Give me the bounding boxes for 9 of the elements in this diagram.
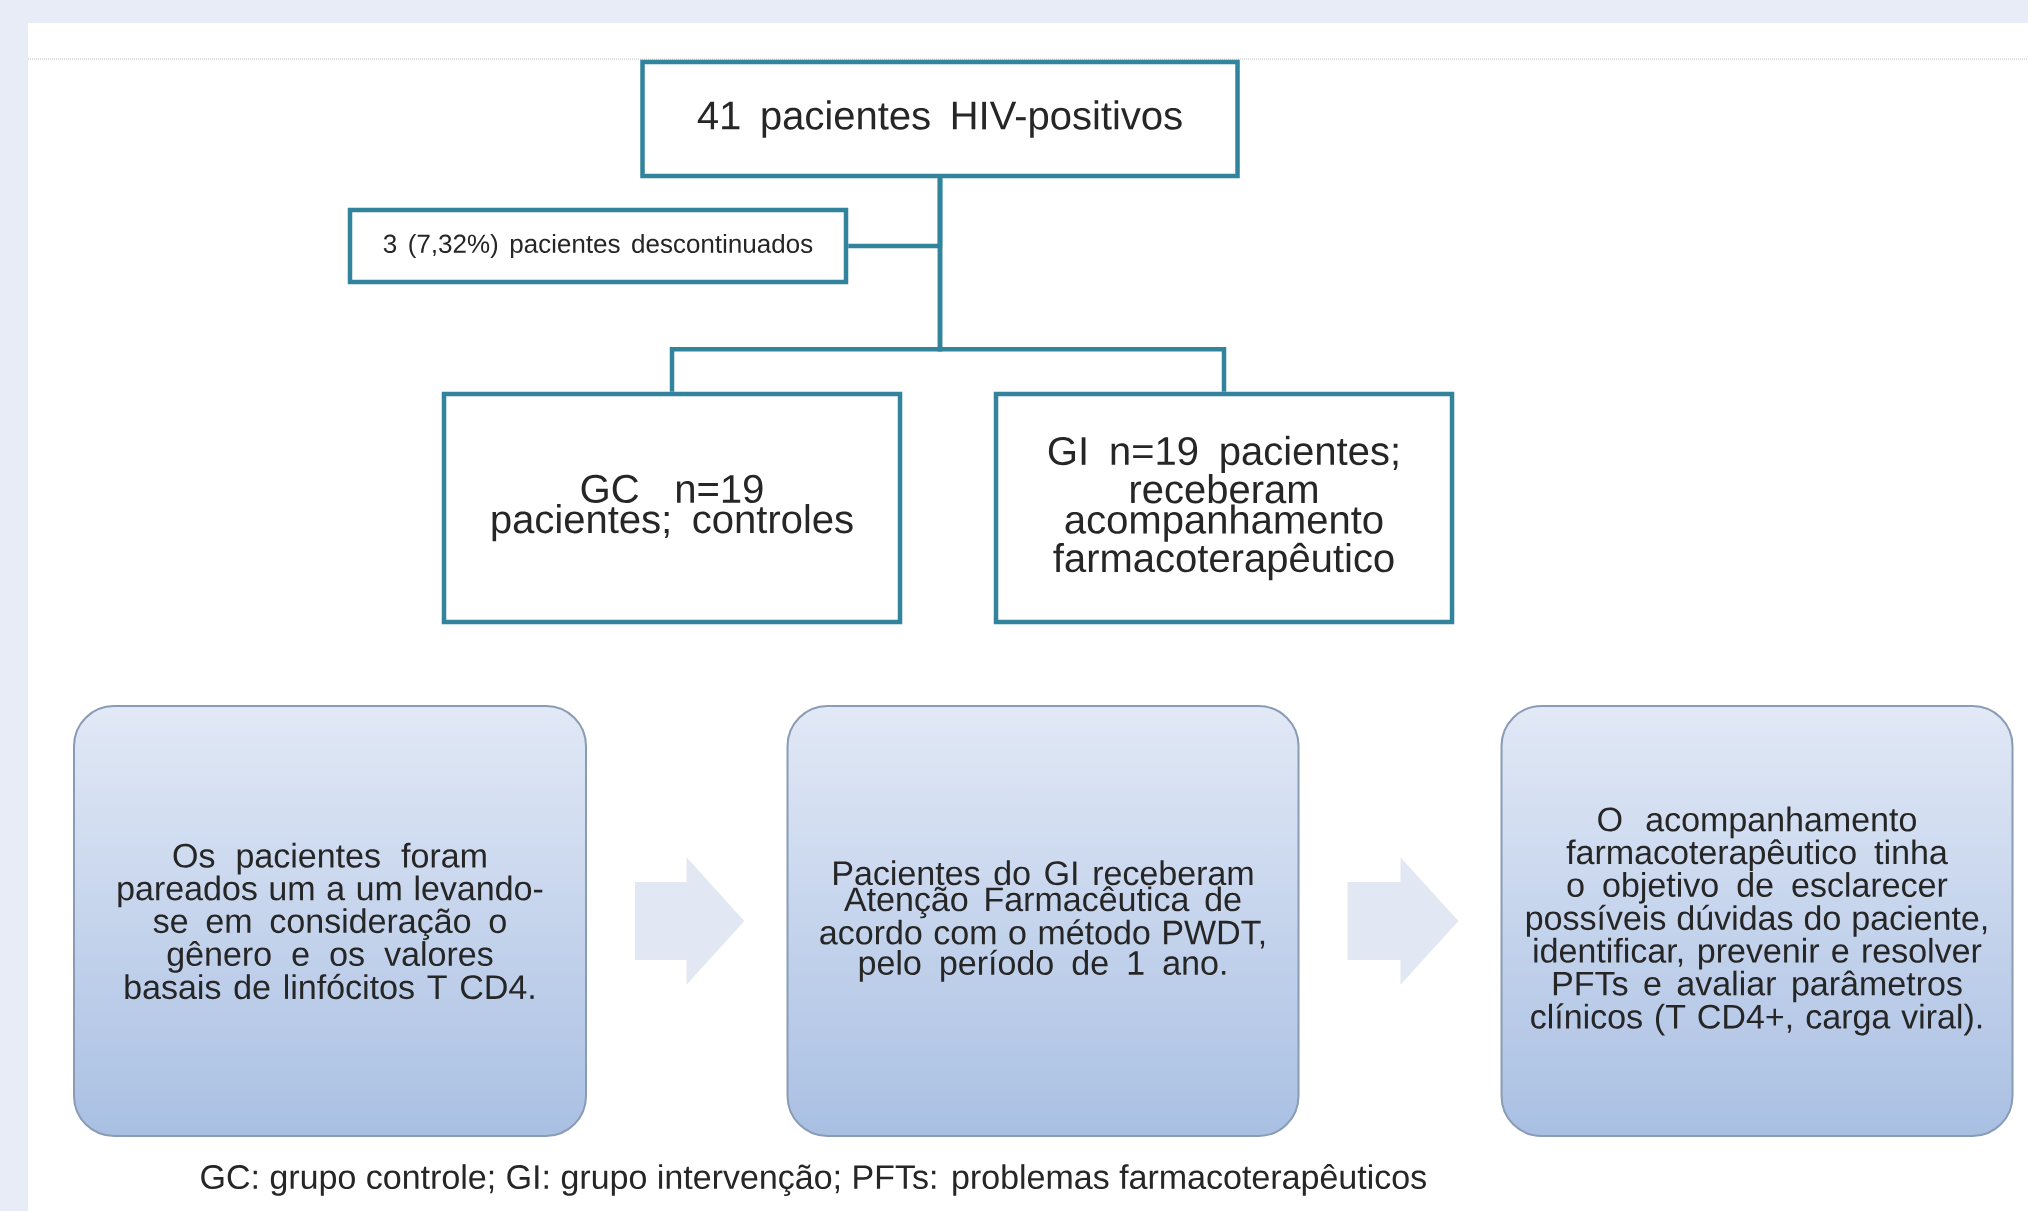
step-box: Pacientes do GI receberam Atenção Farmacêutica de acordo com o método PWDT, pelo período de 1 ano.	[786, 705, 1300, 1137]
flow-box: GC n=19 pacientes; controles	[441, 391, 903, 625]
step-box: O acompanhamento farmacoterapêutico tinha o objetivo de esclarecer possíveis dúvidas do paciente, identificar, prevenir e resolver PFTs e avaliar parâmetros clínicos (T CD4+, carga viral).	[1500, 705, 2014, 1137]
connector-line	[937, 178, 1227, 392]
flow-box: 41 pacientes HIV-positivos	[640, 59, 1240, 179]
flow-box: GI n=19 pacientes; receberam acompanhamento farmacoterapêutico	[993, 391, 1455, 625]
step-box: Os pacientes foram pareados um a um levando-se em consideração o gênero e os valores basais de linfócitos T CD4.	[73, 705, 587, 1137]
flow-box: 3 (7,32%) pacientes descontinuados	[347, 207, 849, 285]
caption: GC: grupo controle; GI: grupo intervenção; PFTs: problemas farmacoterapêuticos	[201, 1164, 1426, 1196]
